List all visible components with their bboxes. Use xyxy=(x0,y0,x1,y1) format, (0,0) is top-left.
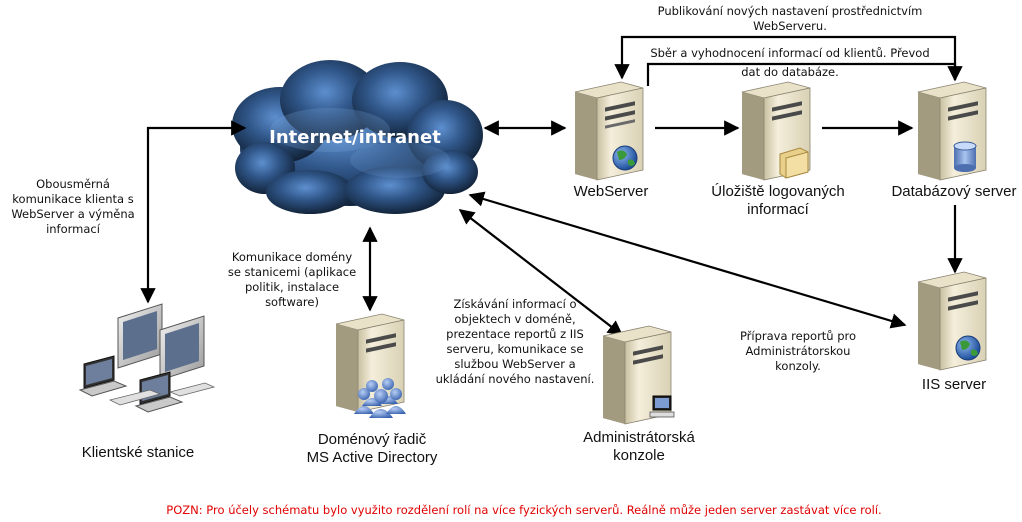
workstation-icon xyxy=(649,395,675,418)
annotation-admin-line-3: prezentace reportů z IIS xyxy=(446,327,584,341)
annotation-reports: Příprava reportů pro Administrátorskou k… xyxy=(740,329,856,373)
annotation-two-way-line-3: WebServer a výměna xyxy=(11,207,134,221)
annotation-two-way-line-1: Obousměrná xyxy=(36,177,110,191)
annotation-admin-info: Získávání informací o objektech v doméně… xyxy=(436,297,595,386)
db-server-node: Databázový server xyxy=(891,81,1017,200)
globe-icon xyxy=(612,145,638,171)
annotation-publish: Publikování nových nastavení prostřednic… xyxy=(658,4,923,33)
admin-console-label-1: Administrátorská xyxy=(583,429,695,446)
webserver-node: WebServer xyxy=(574,81,649,200)
folder-icon xyxy=(779,147,809,179)
iis-server-node: IIS server xyxy=(917,271,987,393)
database-icon xyxy=(953,141,977,172)
domain-controller-label-2: MS Active Directory xyxy=(307,449,438,466)
arrow-cloud-clients xyxy=(140,120,247,304)
log-storage-label-2: informací xyxy=(747,201,810,218)
connection-arrows xyxy=(140,35,963,336)
annotation-domain-comm: Komunikace domény se stanicemi (aplikace… xyxy=(228,250,356,309)
annotation-two-way-line-2: komunikace klienta s xyxy=(12,192,133,206)
arrow-collect xyxy=(646,62,963,86)
annotation-admin-line-6: ukládání nového nastavení. xyxy=(436,372,595,386)
globe-icon xyxy=(955,335,981,361)
annotation-domain-line-2: se stanicemi (aplikace xyxy=(228,265,356,279)
annotation-two-way-line-4: informací xyxy=(46,222,101,236)
annotation-two-way: Obousměrná komunikace klienta s WebServe… xyxy=(11,177,134,236)
admin-console-node: Administrátorská konzole xyxy=(583,325,696,464)
annotation-publish-line-2: WebServeru. xyxy=(753,19,827,33)
arrow-publish xyxy=(614,35,957,80)
log-storage-node: Úložiště logovaných informací xyxy=(711,81,845,218)
domain-controller-node: Doménový řadič MS Active Directory xyxy=(307,313,438,466)
annotation-domain-line-1: Komunikace domény xyxy=(232,250,352,264)
arrow-cloud-admin xyxy=(458,209,624,336)
internet-cloud: Internet/intranet xyxy=(232,60,483,214)
annotation-collect-line-1: Sběr a vyhodnocení informací od klientů.… xyxy=(650,46,929,60)
annotation-admin-line-5: službou WebServer a xyxy=(454,357,575,371)
annotation-collect: Sběr a vyhodnocení informací od klientů.… xyxy=(650,46,929,79)
client-stations-node: Klientské stanice xyxy=(78,303,216,461)
annotation-domain-line-4: software) xyxy=(265,295,319,309)
webserver-label: WebServer xyxy=(574,183,649,200)
annotation-admin-line-2: objektech v doméně, xyxy=(454,312,575,326)
admin-console-label-2: konzole xyxy=(613,447,665,464)
server-icon xyxy=(602,325,672,425)
annotation-admin-line-4: serveru, komunikace se xyxy=(447,342,584,356)
footer-note: POZN: Pro účely schématu bylo využito ro… xyxy=(166,503,881,517)
annotation-collect-line-2: dat do databáze. xyxy=(741,65,839,79)
iis-server-label: IIS server xyxy=(922,376,986,393)
log-storage-label-1: Úložiště logovaných xyxy=(711,183,844,200)
cloud-label: Internet/intranet xyxy=(269,127,441,148)
users-group-icon xyxy=(354,378,406,418)
client-stations-label: Klientské stanice xyxy=(82,444,195,461)
annotation-reports-line-3: konzoly. xyxy=(775,359,821,373)
workstations-icon xyxy=(78,303,216,413)
domain-controller-label-1: Doménový řadič xyxy=(318,431,427,448)
annotation-domain-line-3: politik, instalace xyxy=(245,280,339,294)
annotation-reports-line-2: Administrátorskou xyxy=(746,344,851,358)
annotation-publish-line-1: Publikování nových nastavení prostřednic… xyxy=(658,4,923,18)
db-server-label: Databázový server xyxy=(891,183,1016,200)
annotation-reports-line-1: Příprava reportů pro xyxy=(740,329,856,343)
annotation-admin-line-1: Získávání informací o xyxy=(453,297,576,311)
